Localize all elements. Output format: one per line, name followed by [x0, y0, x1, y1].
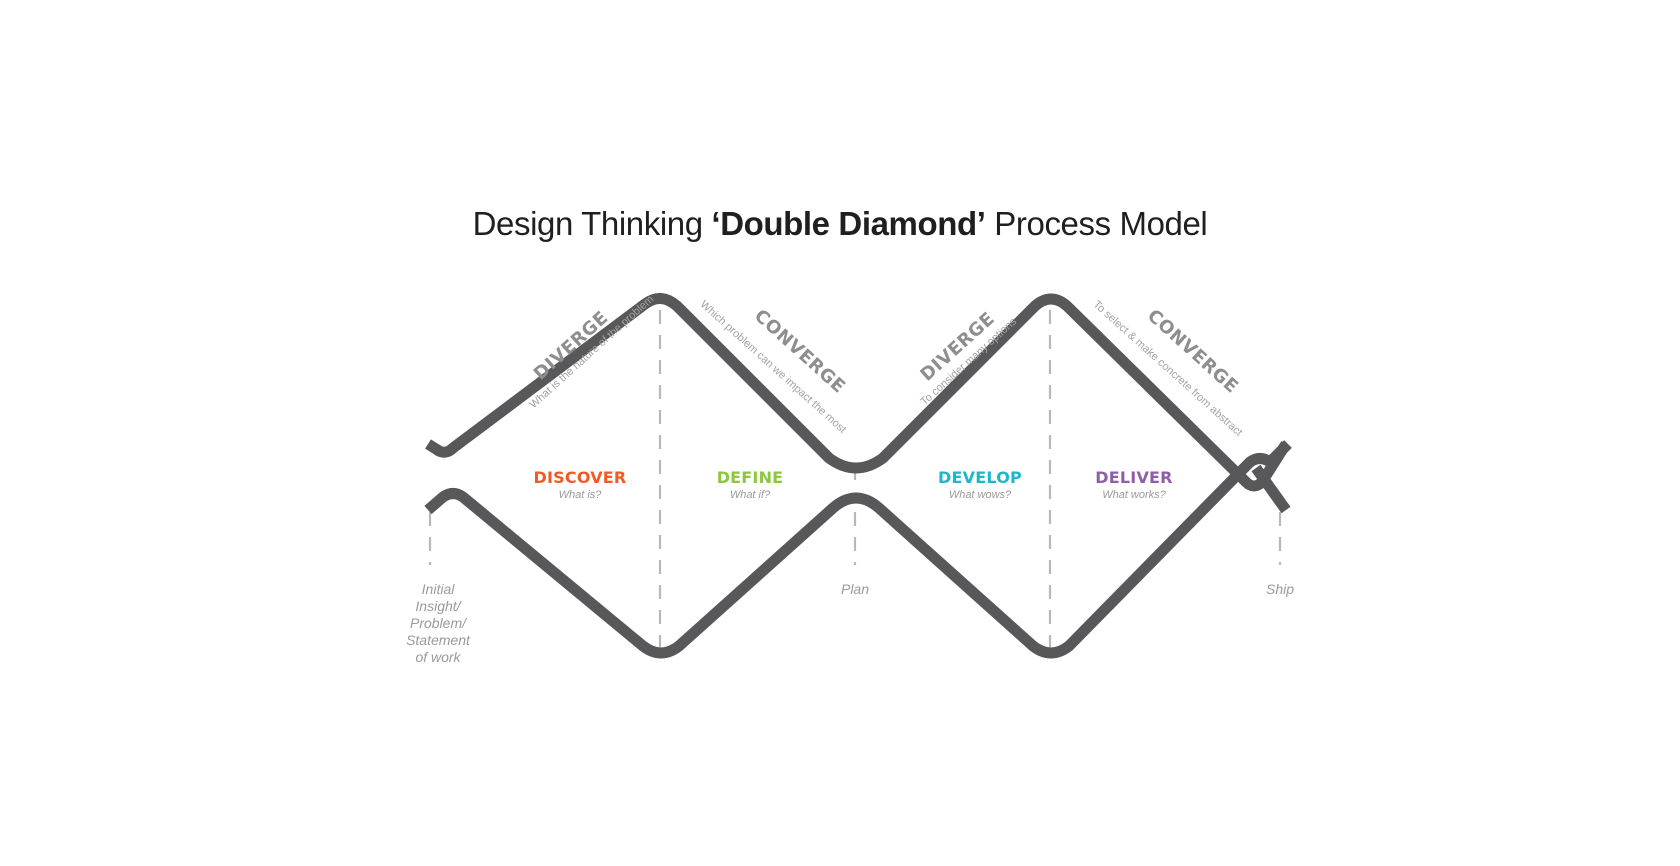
milestone-start: Initial Insight/ Problem/ Statement of w… [406, 581, 470, 665]
phase-define-label: DEFINE [716, 468, 784, 487]
diamond-lower-line [424, 440, 1292, 659]
phase-discover-label: DISCOVER [533, 468, 627, 487]
phase-deliver-label: DELIVER [1095, 468, 1173, 487]
phase-define: DEFINE What if? [680, 468, 820, 501]
diamond-upper-line [425, 293, 1291, 492]
phase-discover: DISCOVER What is? [510, 468, 650, 501]
phase-develop: DEVELOP What wows? [910, 468, 1050, 501]
phase-discover-question: What is? [558, 489, 602, 501]
phase-develop-label: DEVELOP [938, 468, 1022, 487]
phase-develop-question: What wows? [948, 489, 1012, 501]
phase-define-question: What if? [729, 489, 771, 501]
phase-deliver-question: What works? [1102, 489, 1166, 501]
page-title: Design Thinking ‘Double Diamond’ Process… [472, 205, 1208, 242]
milestone-plan: Plan [840, 581, 870, 597]
milestone-ship: Ship [1265, 581, 1295, 597]
phase-deliver: DELIVER What works? [1064, 468, 1204, 501]
right-terminal-line [1251, 464, 1291, 514]
